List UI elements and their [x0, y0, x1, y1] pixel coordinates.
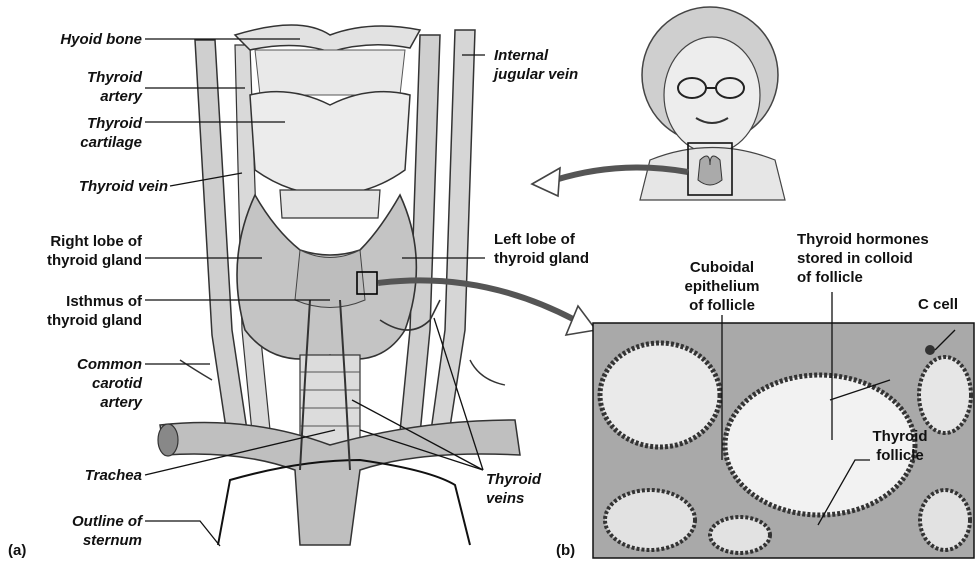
follicle-bottom-left [605, 490, 695, 550]
panel-a-tag: (a) [8, 541, 26, 560]
label-trachea: Trachea [0, 466, 142, 485]
face [664, 37, 760, 153]
follicle-bottom-mid [710, 517, 770, 553]
isthmus-shape [295, 250, 365, 308]
label-thyroid-follicle: Thyroid follicle [855, 427, 945, 465]
label-c-cell: C cell [918, 295, 958, 314]
panel-b-tag: (b) [556, 541, 575, 560]
label-thyroid-vein: Thyroid vein [0, 177, 168, 196]
label-internal-jugular: Internal jugular vein [494, 46, 578, 84]
follicle-1 [600, 343, 720, 447]
vessel-cross-section [158, 424, 178, 456]
label-thyroid-cartilage: Thyroid cartilage [0, 114, 142, 152]
arrowhead-portrait [532, 168, 560, 196]
label-right-lobe: Right lobe of thyroid gland [0, 232, 142, 270]
label-thyroid-veins: Thyroid veins [486, 470, 541, 508]
thyroid-cartilage [250, 92, 410, 195]
label-cuboidal-epithelium: Cuboidal epithelium of follicle [660, 258, 784, 315]
label-common-carotid: Common carotid artery [0, 355, 142, 412]
follicle-right [919, 357, 971, 433]
small-thyroid [698, 156, 722, 185]
label-thyroid-hormones: Thyroid hormones stored in colloid of fo… [797, 230, 929, 287]
thyrohyoid-membrane [255, 50, 405, 95]
label-isthmus: Isthmus of thyroid gland [0, 292, 142, 330]
label-thyroid-artery: Thyroid artery [0, 68, 142, 106]
cricoid-cartilage [280, 190, 380, 218]
label-hyoid-bone: Hyoid bone [0, 30, 142, 49]
c-cell [925, 345, 935, 355]
follicle-bottom-right [920, 490, 970, 550]
label-left-lobe: Left lobe of thyroid gland [494, 230, 589, 268]
